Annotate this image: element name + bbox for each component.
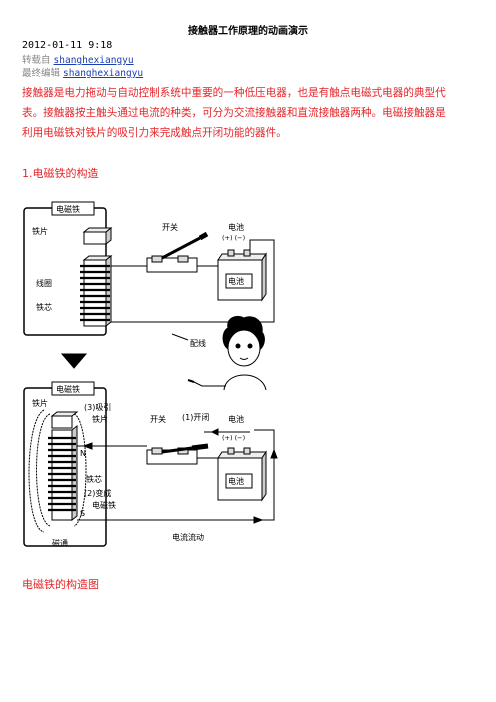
last-edit-user-link[interactable]: shanghexiangyu [63,68,144,79]
page-title: 接触器工作原理的动画演示 [188,26,308,37]
bottom-switch [146,443,209,465]
repost-user-link[interactable]: shanghexiangyu [53,55,134,66]
top-coil-stack [80,254,113,328]
top-panel-label: 电磁铁 [56,204,80,214]
bottom-battery [217,447,267,502]
intro-line: 接触器是电力拖动与自动控制系统中重要的一种低压电器，也是有触点电磁式电器的典型代 [22,87,446,99]
last-edit-line: 最终编辑 shanghexiangyu [22,65,143,79]
attract-label-1: (3)吸引 [84,403,111,412]
bottom-electromagnet [28,409,87,533]
top-battery-text: 电池 [228,276,244,286]
last-edit-label: 最终编辑 [22,68,61,79]
bottom-panel-label: 电磁铁 [56,384,80,394]
bottom-terminals: (+) (−) [222,434,245,442]
top-switch-label: 开关 [162,222,178,232]
bottom-battery-text: 电池 [228,476,244,486]
post-timestamp: 2012-01-11 9:18 [22,40,113,51]
current-flow-label: 电流流动 [172,532,204,542]
top-switch [146,231,209,273]
down-arrow [60,353,88,369]
north-label: N [80,449,86,458]
close-label: (1)开闭 [182,413,209,422]
bottom-core-label: 铁芯 [86,474,102,484]
flux-lines [28,409,87,533]
become-label-2: 电磁铁 [92,500,116,510]
top-iron-piece-label: 铁片 [32,226,48,236]
electromagnet-diagram: 电磁铁 铁片 线圈 铁芯 开关 电池 (+) (−) 电池 配线 电磁铁 铁片 … [23,201,278,548]
repost-line: 转载自 shanghexiangyu [22,52,134,66]
top-coil-label: 线圈 [36,278,52,288]
top-battery-title: 电池 [228,222,244,232]
top-core-label: 铁芯 [36,302,52,312]
become-label-1: (2)变成 [84,488,111,498]
top-iron-piece [83,231,107,245]
figure-caption: 电磁铁的构造图 [22,578,99,591]
top-battery [217,249,267,302]
bottom-battery-title: 电池 [228,414,244,424]
top-terminals: (+) (−) [222,234,245,242]
repost-label: 转载自 [22,55,51,66]
bottom-iron-piece-label: 铁片 [32,398,48,408]
section-heading: 1.电磁铁的构造 [22,167,99,180]
intro-line: 利用电磁铁对铁片的吸引力来完成触点开闭功能的器件。 [22,127,287,139]
attract-label-2: 铁片 [92,414,108,424]
bottom-switch-label: 开关 [150,414,166,424]
wiring-label: 配线 [190,338,206,348]
bottom-panel-label-box [51,381,95,396]
intro-paragraph: 接触器是电力拖动与自动控制系统中重要的一种低压电器，也是有触点电磁式电器的典型代… [22,83,474,143]
flux-label: 磁通 [52,538,68,548]
person-illustration [187,315,267,391]
south-label: S [80,509,85,518]
intro-line: 表。接触器按主触头通过电流的种类，可分为交流接触器和直流接触器两种。电磁接触器是 [22,107,446,119]
top-panel-label-box [51,201,95,216]
